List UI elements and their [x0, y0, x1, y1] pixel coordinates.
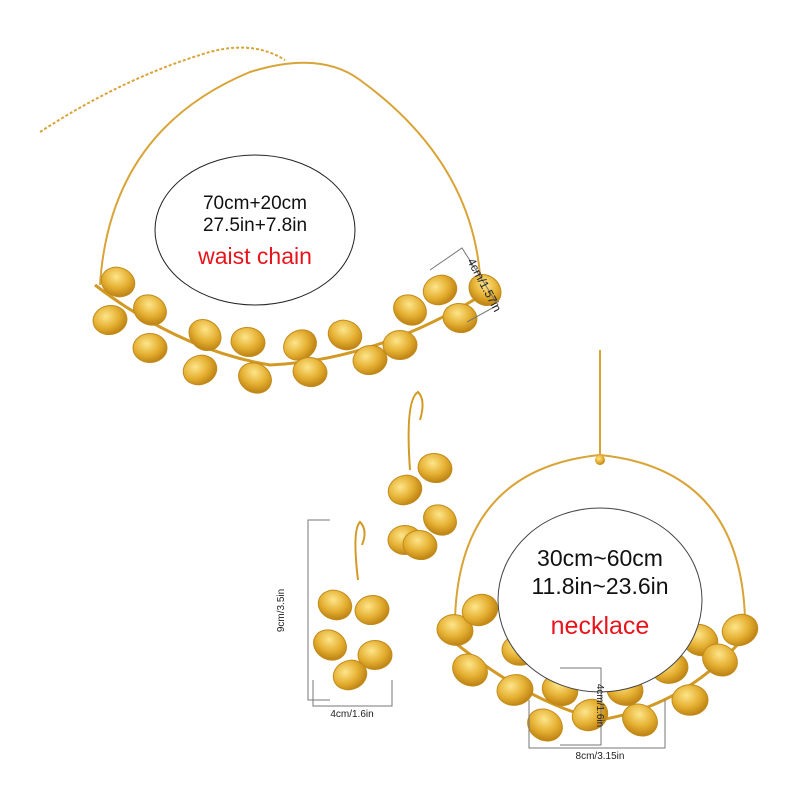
necklace-info-circle [497, 507, 703, 693]
leaf [317, 589, 353, 621]
leaf [702, 643, 738, 677]
leaf [442, 302, 478, 334]
leaf [100, 266, 136, 298]
leaf [671, 684, 709, 716]
necklace-height-dimension [560, 667, 602, 746]
leaf [352, 344, 388, 376]
leaf [423, 504, 457, 536]
waist-chain-extension [39, 46, 286, 133]
leaf [417, 452, 453, 484]
leaf [422, 274, 458, 306]
leaf [133, 294, 167, 326]
leaf [452, 653, 488, 687]
leaf [327, 319, 363, 351]
earring-width: 4cm/1.6in [330, 709, 374, 720]
waist-chain [99, 61, 481, 286]
leaf [436, 614, 474, 646]
leaf [332, 659, 368, 691]
necklace-label: necklace [550, 612, 650, 640]
leaf [230, 326, 266, 358]
waist-width-dimension [429, 247, 499, 323]
leaf [571, 698, 609, 732]
waist-chain-length-cm: 70cm+20cm [202, 193, 308, 214]
necklace-width-dimension [528, 700, 666, 749]
necklace-width: 8cm/3.15in [575, 751, 625, 762]
leaf [357, 640, 393, 670]
earring-height-dimension [307, 519, 330, 701]
leaf [313, 629, 347, 661]
earring-height: 9cm/3.5in [276, 588, 288, 633]
leaf [496, 674, 534, 706]
waist-chain-length-in: 27.5in+7.8in [202, 215, 308, 236]
leaf [238, 362, 272, 394]
waist-chain-label: waist chain [198, 243, 312, 269]
earring-width-dimension [312, 680, 393, 707]
leaf [132, 333, 168, 363]
leaf [92, 304, 128, 336]
necklace-leaves [436, 593, 759, 742]
leaf [721, 613, 759, 647]
leaf [182, 354, 218, 386]
leaf [387, 474, 423, 506]
leaf [188, 318, 222, 352]
leaf [382, 330, 418, 360]
necklace-length-cm: 30cm~60cm [537, 545, 663, 571]
leaf [354, 594, 390, 626]
leaf [622, 703, 658, 737]
waist-chain-info-circle [154, 154, 356, 306]
earring-leaves [313, 452, 457, 691]
leaf [402, 529, 438, 561]
waist-chain-leaves [92, 266, 502, 394]
necklace-length-in: 11.8in~23.6in [531, 573, 669, 599]
leaf [292, 356, 328, 388]
leaf [393, 294, 427, 326]
leaf [461, 593, 499, 627]
necklace-height: 4cm/1.6in [594, 683, 606, 728]
